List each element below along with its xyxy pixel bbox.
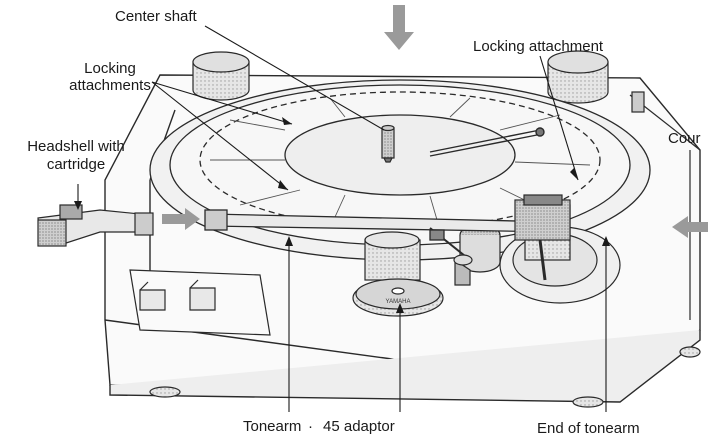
tonearm-headshell (514, 194, 571, 241)
45-adaptor-disc (352, 278, 444, 317)
leader-arrowheads (74, 117, 610, 313)
label-45-adaptor: 45 adaptor (323, 418, 395, 435)
rear-knob-right (547, 50, 609, 104)
left-arrow-icon (672, 216, 708, 238)
label-counterweight-partial: Cour (668, 130, 701, 147)
platter-segments (210, 97, 591, 231)
center-shaft (381, 124, 395, 163)
label-headshell-line2: cartridge (46, 156, 106, 173)
label-headshell-line1: Headshell with (27, 138, 125, 155)
right-side-panel (629, 91, 701, 320)
leader-locking-attachment (539, 55, 579, 181)
feet (149, 346, 701, 408)
leader-locking-b (151, 81, 289, 191)
label-center-shaft: Center shaft (115, 8, 197, 25)
front-controls (129, 269, 271, 336)
yamaha-logo: YAMAHA (386, 299, 411, 305)
leader-center-shaft (204, 25, 385, 131)
leader-locking-a (151, 81, 293, 125)
down-arrow-icon (384, 5, 414, 50)
rear-knob-left (192, 51, 250, 101)
label-locking-attachments-line2: attachments (69, 77, 151, 94)
label-locking-attachments-line1: Locking (84, 60, 136, 77)
label-locking-attachment: Locking attachment (473, 38, 604, 55)
arm-lift (364, 231, 473, 286)
headshell-with-cartridge (37, 204, 154, 247)
label-separator: · (308, 418, 313, 435)
label-tonearm: Tonearm (243, 418, 302, 435)
platter-arm (429, 127, 545, 157)
label-end-of-tonearm: End of tonearm (537, 420, 640, 437)
right-arrow-icon (162, 208, 200, 230)
leader-lines (77, 25, 607, 412)
insertion-arrows (162, 5, 708, 238)
